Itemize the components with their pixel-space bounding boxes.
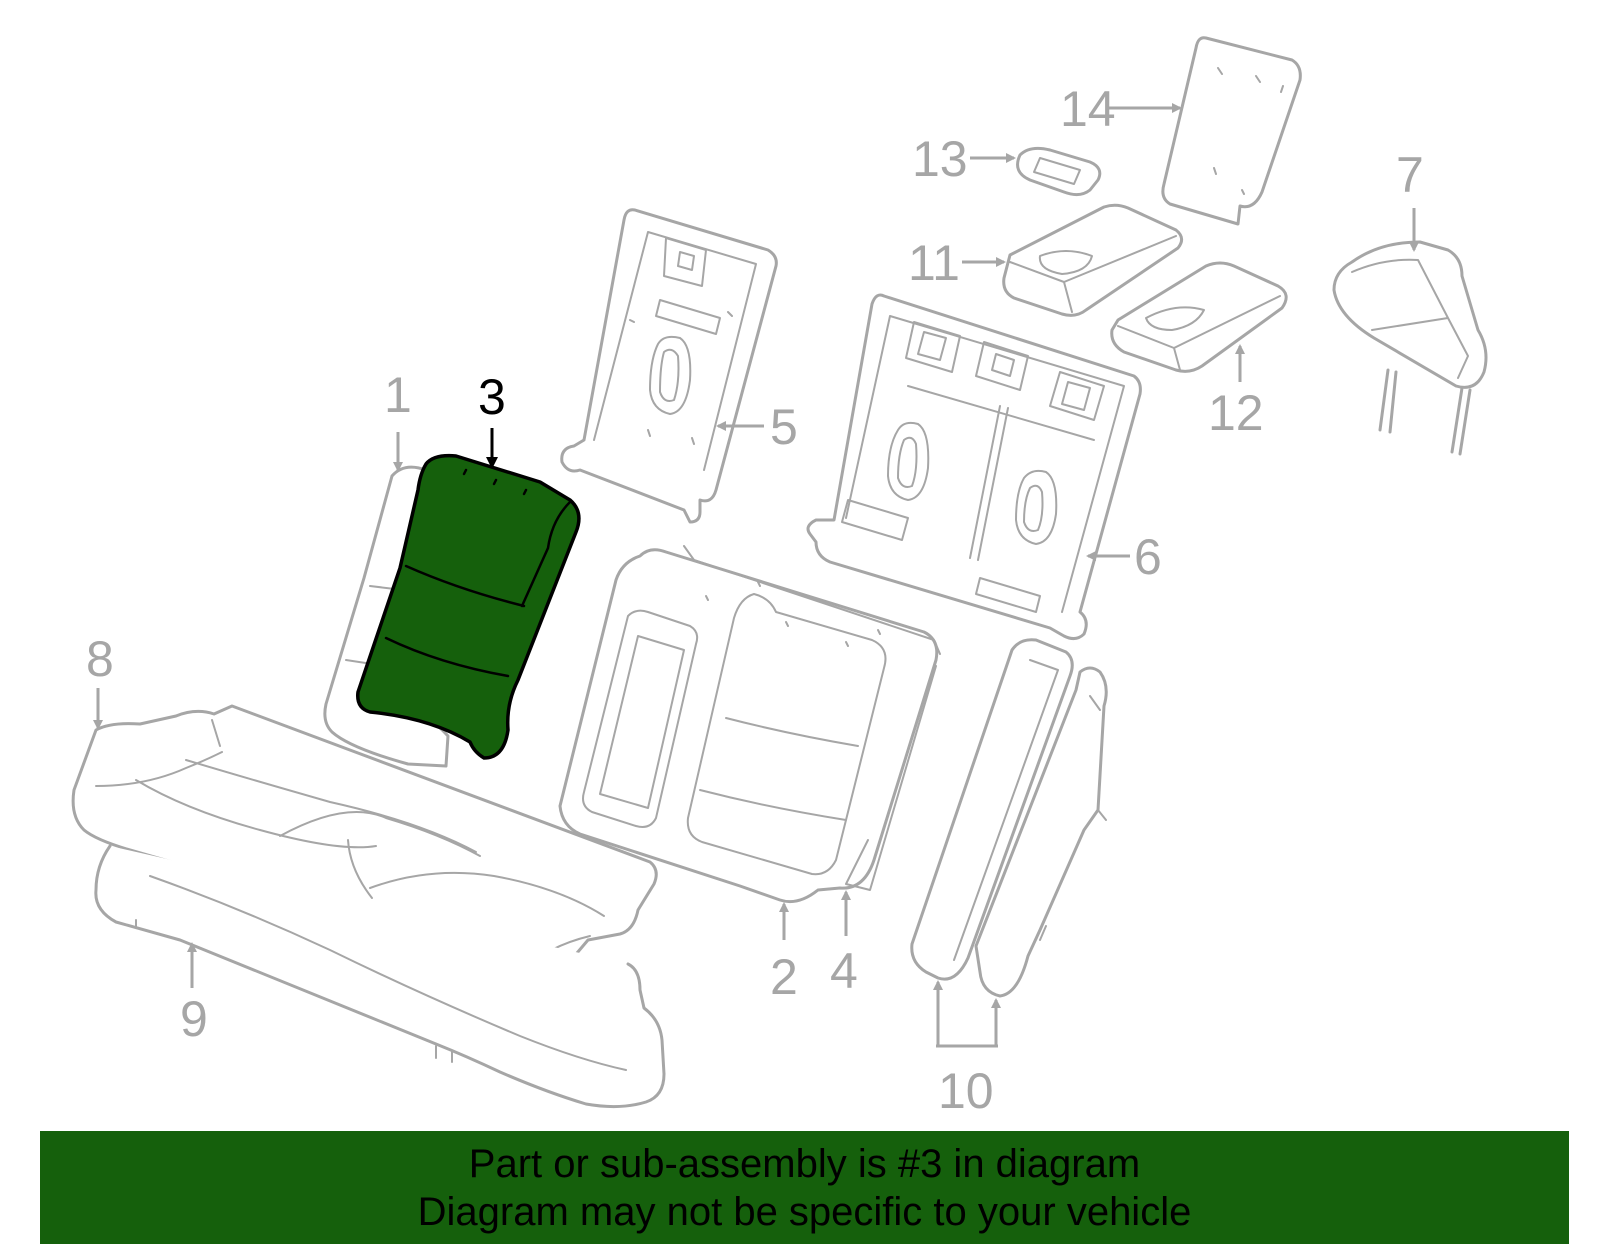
callout-9: 9 (180, 991, 208, 1047)
part-10-side-bolsters (910, 638, 1108, 998)
callout-7: 7 (1396, 147, 1424, 203)
callout-5: 5 (770, 399, 798, 455)
banner-line-2: Diagram may not be specific to your vehi… (417, 1189, 1192, 1234)
callout-1: 1 (384, 367, 412, 423)
part-4-side-pad (845, 665, 937, 891)
callout-labels: 14 13 11 12 7 5 6 1 3 8 9 2 4 10 (86, 81, 1424, 1119)
part-3-seatback-cover (356, 453, 581, 760)
callout-2: 2 (770, 949, 798, 1005)
part-7-headrest (1332, 240, 1488, 456)
callout-14: 14 (1060, 81, 1116, 137)
part-12-armrest-base (1110, 261, 1288, 373)
banner-line-1: Part or sub-assembly is #3 in diagram (468, 1141, 1141, 1186)
part-5-seatback-frame-small (560, 208, 778, 524)
callout-8: 8 (86, 631, 114, 687)
callout-6: 6 (1134, 529, 1162, 585)
part-14-armrest-lid (1161, 36, 1302, 226)
part-2-seatback-cover-large (558, 545, 941, 904)
part-6-seatback-frame-large (806, 293, 1142, 641)
callout-12: 12 (1208, 385, 1264, 441)
part-9-seat-cushion-pad (94, 844, 666, 1109)
callout-13: 13 (912, 131, 968, 187)
info-banner: Part or sub-assembly is #3 in diagram Di… (40, 1131, 1569, 1244)
leader-arrows (93, 103, 1419, 1048)
callout-4: 4 (830, 943, 858, 999)
part-13-cup-holder (1016, 146, 1102, 197)
callout-3: 3 (478, 369, 506, 425)
callout-11: 11 (908, 235, 960, 291)
part-11-armrest (1002, 203, 1183, 317)
callout-10: 10 (938, 1063, 994, 1119)
